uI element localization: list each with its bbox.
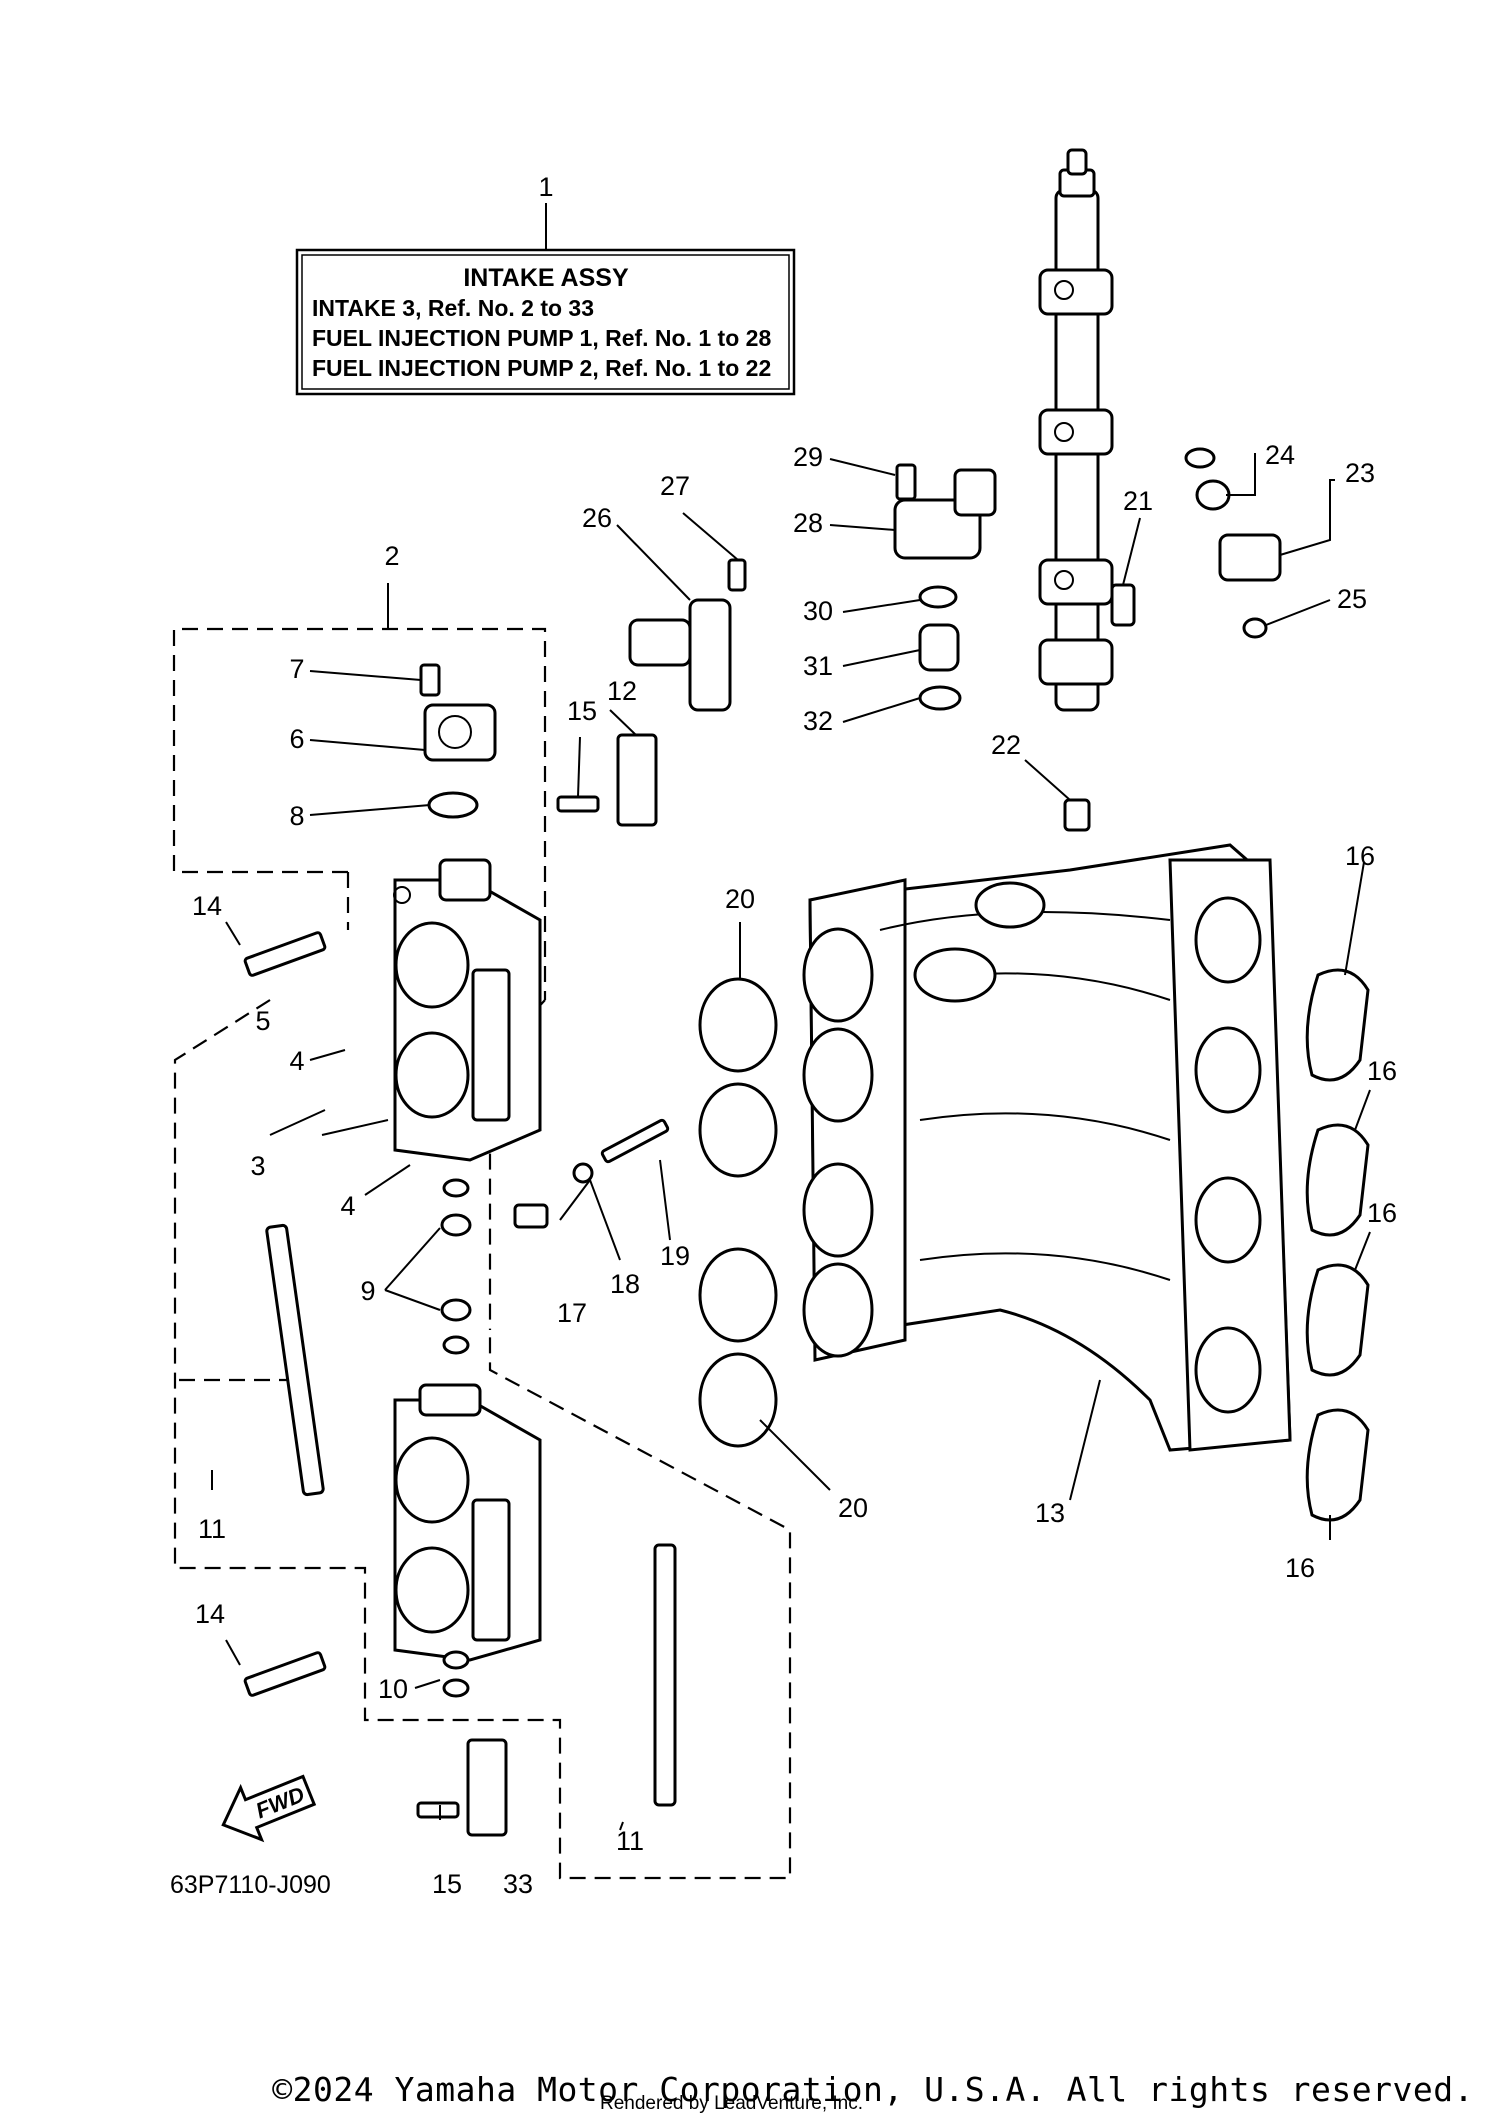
throttle-body-1 xyxy=(393,858,542,1162)
leader-lines xyxy=(211,453,1371,1831)
callout-30: 30 xyxy=(803,596,833,626)
callout-12: 12 xyxy=(607,676,637,706)
small-parts xyxy=(243,447,1282,1837)
callout-32: 32 xyxy=(803,706,833,736)
callout-17: 17 xyxy=(557,1298,587,1328)
callout-27: 27 xyxy=(660,471,690,501)
callout-20b: 20 xyxy=(838,1493,868,1523)
callout-14a: 14 xyxy=(192,891,222,921)
callout-16b: 16 xyxy=(1367,1056,1397,1086)
callout-21: 21 xyxy=(1123,486,1153,516)
callout-11a: 11 xyxy=(198,1514,226,1544)
callout-9: 9 xyxy=(360,1276,375,1306)
callout-8: 8 xyxy=(289,801,304,831)
o-ring-gaskets xyxy=(698,968,1370,1522)
callout-11b: 11 xyxy=(616,1826,644,1856)
callout-4a: 4 xyxy=(289,1046,304,1076)
callout-31: 31 xyxy=(803,651,833,681)
fuel-rail xyxy=(1038,148,1114,712)
callout-20a: 20 xyxy=(725,884,755,914)
callout-19: 19 xyxy=(660,1241,690,1271)
label-box-line-3: FUEL INJECTION PUMP 2, Ref. No. 1 to 22 xyxy=(312,355,771,381)
fwd-arrow: FWD xyxy=(221,1774,317,1843)
callout-18: 18 xyxy=(610,1269,640,1299)
callout-numbers: 2 3 4 4 5 6 7 8 9 10 11 11 12 13 14 14 1… xyxy=(192,440,1397,1899)
callout-16a: 16 xyxy=(1345,841,1375,871)
callout-5: 5 xyxy=(255,1006,270,1036)
callout-16c: 16 xyxy=(1367,1198,1397,1228)
callout-10: 10 xyxy=(378,1674,408,1704)
callout-16d: 16 xyxy=(1285,1553,1315,1583)
callout-23: 23 xyxy=(1345,458,1375,488)
callout-22: 22 xyxy=(991,730,1021,760)
label-box-line-2: FUEL INJECTION PUMP 1, Ref. No. 1 to 28 xyxy=(312,325,771,351)
rendered-by-notice: Rendered by LeadVenture, Inc. xyxy=(600,2093,864,2114)
intake-assy-label-box: 1 INTAKE ASSY INTAKE 3, Ref. No. 2 to 33… xyxy=(295,172,796,396)
copyright-notice: ©2024 Yamaha Motor Corporation, U.S.A. A… xyxy=(272,2070,1474,2109)
callout-4b: 4 xyxy=(340,1191,355,1221)
intake-manifold xyxy=(802,843,1292,1452)
callout-28: 28 xyxy=(793,508,823,538)
callout-15a: 15 xyxy=(567,696,597,726)
callout-6: 6 xyxy=(289,724,304,754)
callout-3: 3 xyxy=(250,1151,265,1181)
callout-29: 29 xyxy=(793,442,823,472)
callout-2: 2 xyxy=(384,541,399,571)
label-box-title: INTAKE ASSY xyxy=(463,264,629,292)
label-box-line-1: INTAKE 3, Ref. No. 2 to 33 xyxy=(312,295,594,321)
callout-15b: 15 xyxy=(432,1869,462,1899)
callout-1: 1 xyxy=(538,172,553,202)
diagram-code: 63P7110-J090 xyxy=(170,1871,331,1899)
callout-26: 26 xyxy=(582,503,612,533)
callout-14b: 14 xyxy=(195,1599,225,1629)
throttle-body-2 xyxy=(393,1383,542,1662)
callout-25: 25 xyxy=(1337,584,1367,614)
callout-7: 7 xyxy=(289,654,304,684)
callout-33: 33 xyxy=(503,1869,533,1899)
callout-24: 24 xyxy=(1265,440,1295,470)
callout-13: 13 xyxy=(1035,1498,1065,1528)
